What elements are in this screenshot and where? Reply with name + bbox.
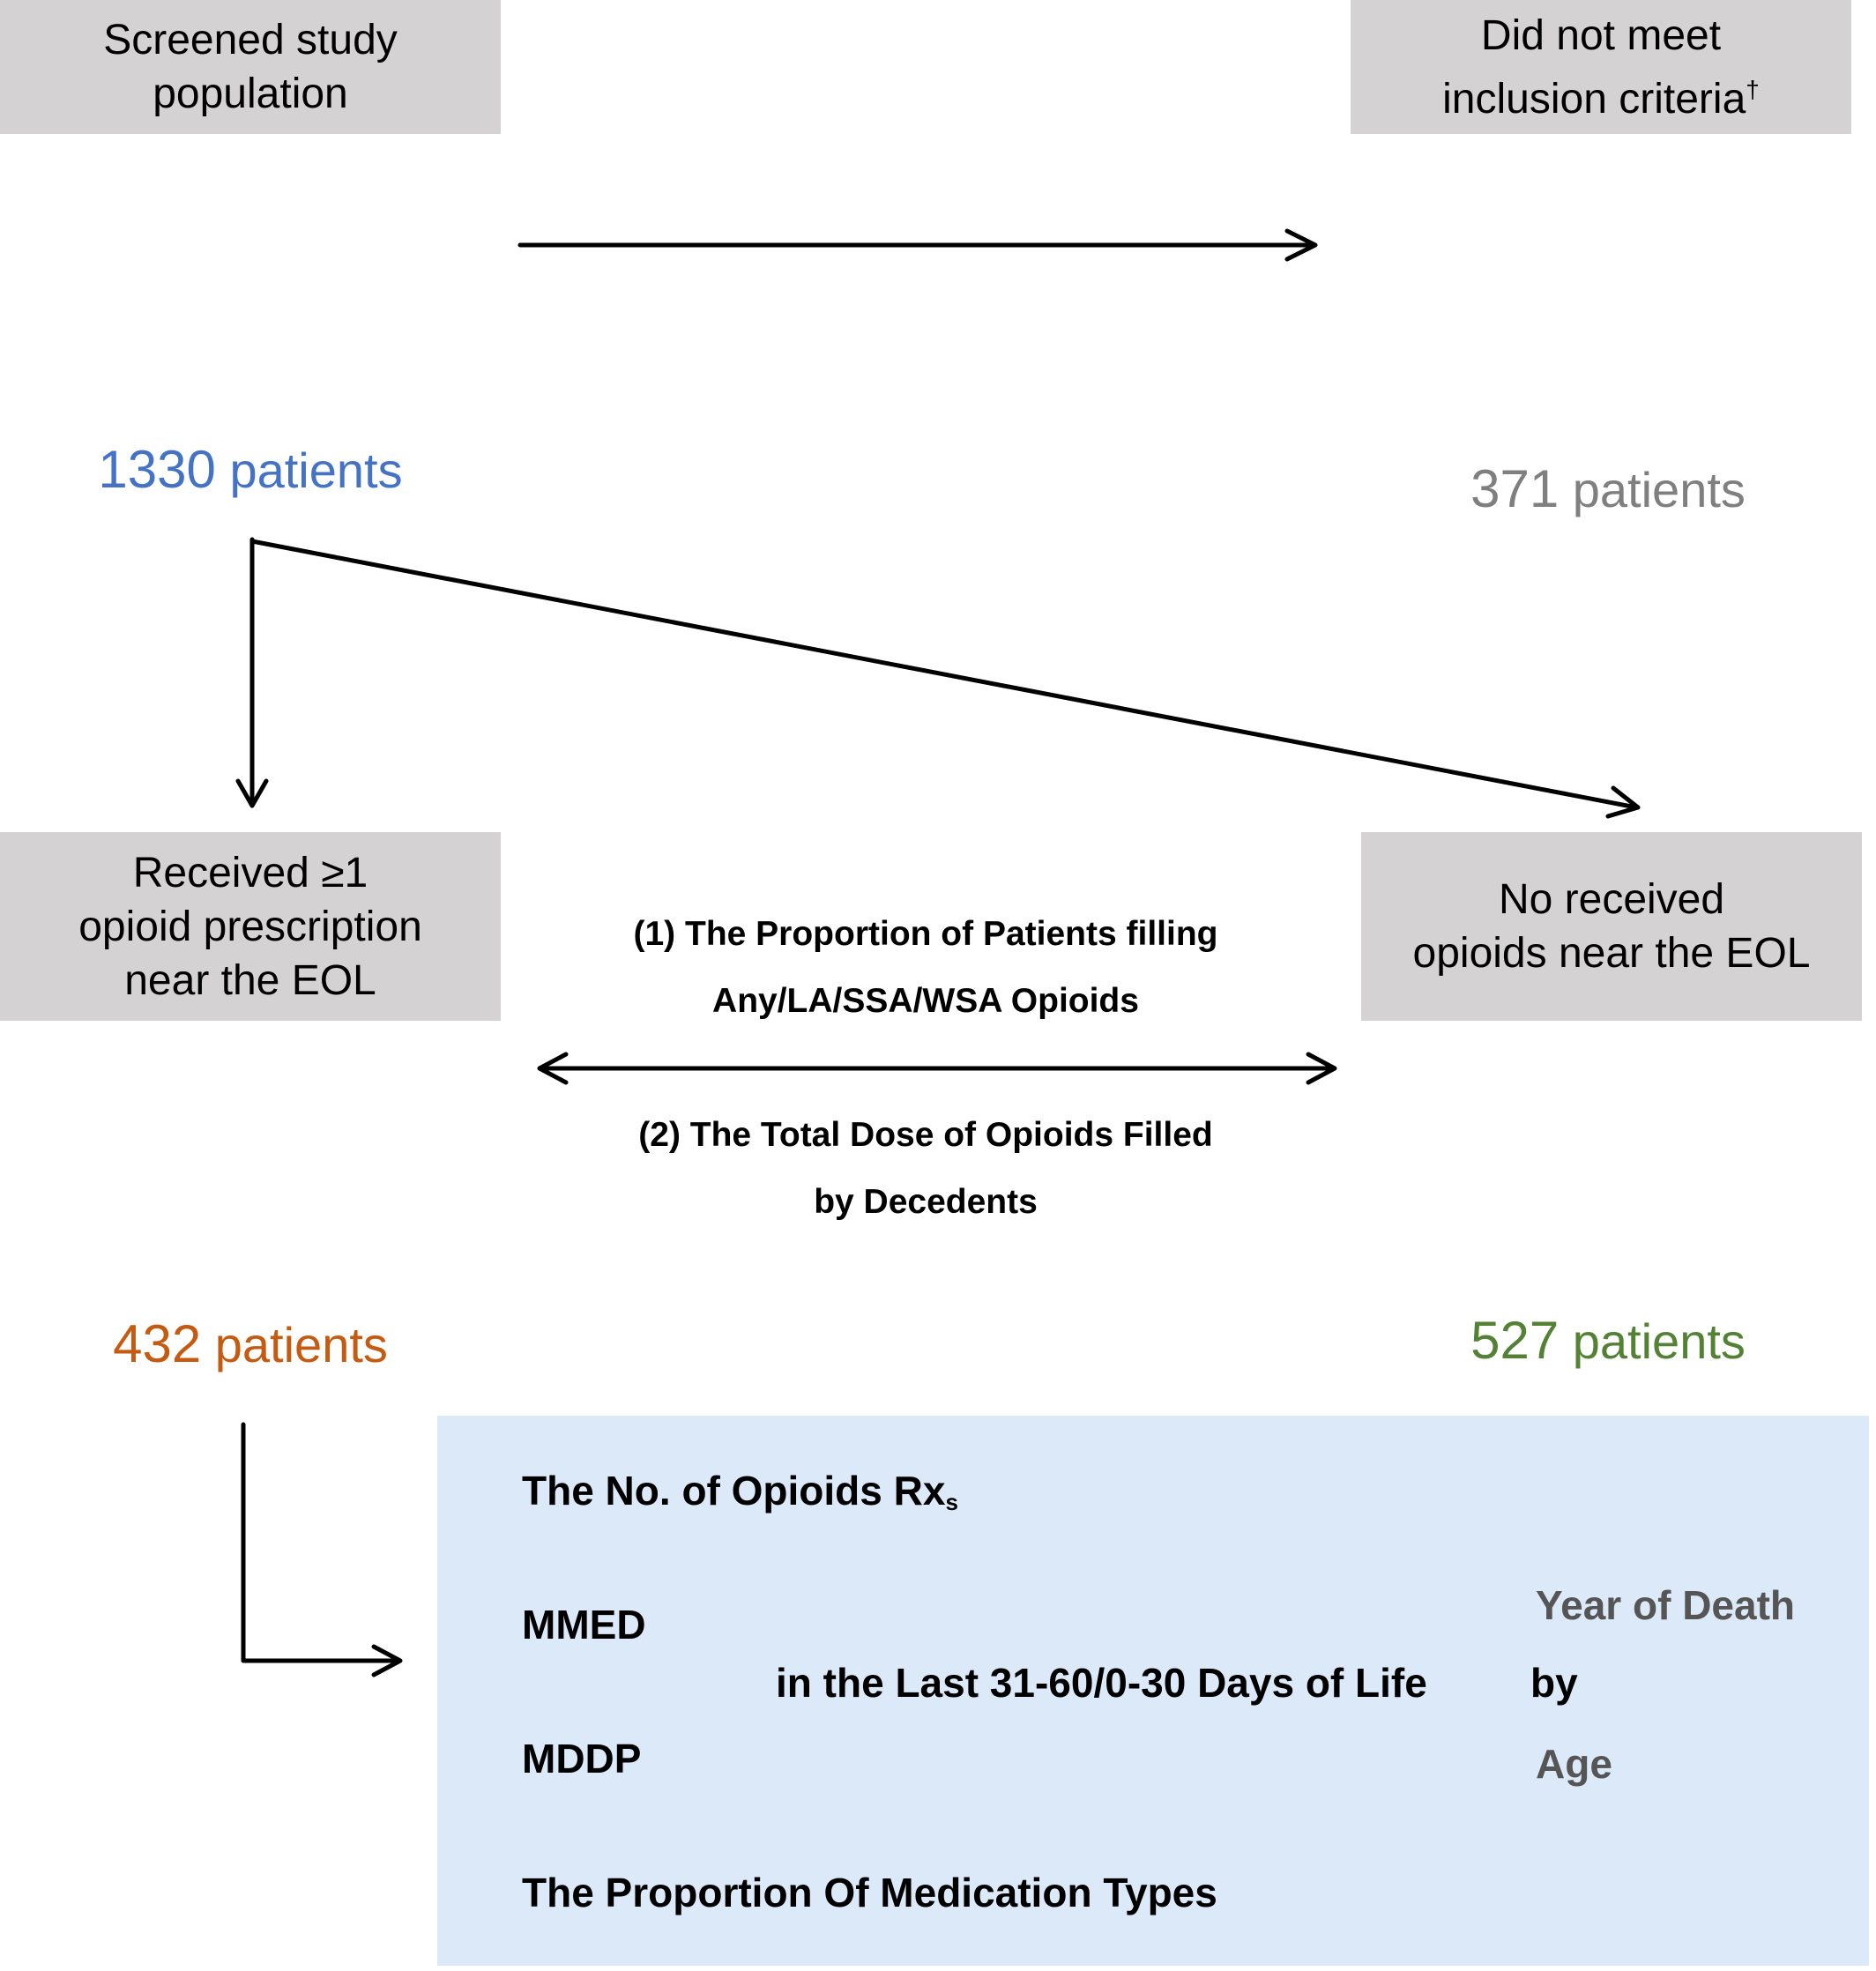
excluded-label: Did not meet inclusion criteria [1442,11,1746,123]
arrow-screened-to-no-opioid [249,539,1641,819]
comparison-double-arrow [537,1052,1337,1085]
opioid-label: Received ≥1 opioid prescription near the… [78,849,422,1004]
excluded-count: 371 patients [1470,459,1746,518]
arrow-opioid-to-outcomes [241,1422,403,1677]
arrow-screened-to-opioid [235,537,269,808]
comparison-measure-1: (1) The Proportion of Patients filling A… [633,915,1218,1020]
arrow-screened-to-excluded [517,228,1318,262]
outcome-mmed: MMED [522,1602,646,1647]
no-opioid-label: No received opioids near the EOL [1412,876,1811,977]
screened-label: Screened study population [103,17,398,117]
outcome-period: in the Last 31-60/0-30 Days of Life [776,1660,1427,1706]
screened-label-box: Screened study population [0,0,501,134]
outcome-by: by [1530,1660,1578,1706]
outcome-medication-types: The Proportion Of Medication Types [522,1870,1217,1915]
outcomes-panel: The No. of Opioids Rxs MMED in the Last … [437,1416,1869,1966]
dagger-mark: † [1746,75,1760,103]
screened-count: 1330 patients [98,440,403,499]
no-opioid-label-box: No received opioids near the EOL [1361,832,1862,1021]
opioid-label-box: Received ≥1 opioid prescription near the… [0,832,501,1021]
comparison-measure-2: (2) The Total Dose of Opioids Filled by … [638,1116,1213,1221]
outcome-mddp: MDDP [522,1736,642,1781]
stratify-year-of-death: Year of Death [1536,1582,1795,1628]
no-opioid-count: 527 patients [1470,1311,1746,1370]
outcome-rx-count: The No. of Opioids Rxs [522,1468,958,1515]
opioid-count: 432 patients [113,1314,388,1373]
excluded-label-box: Did not meet inclusion criteria† [1351,0,1851,134]
stratify-age: Age [1536,1741,1612,1787]
